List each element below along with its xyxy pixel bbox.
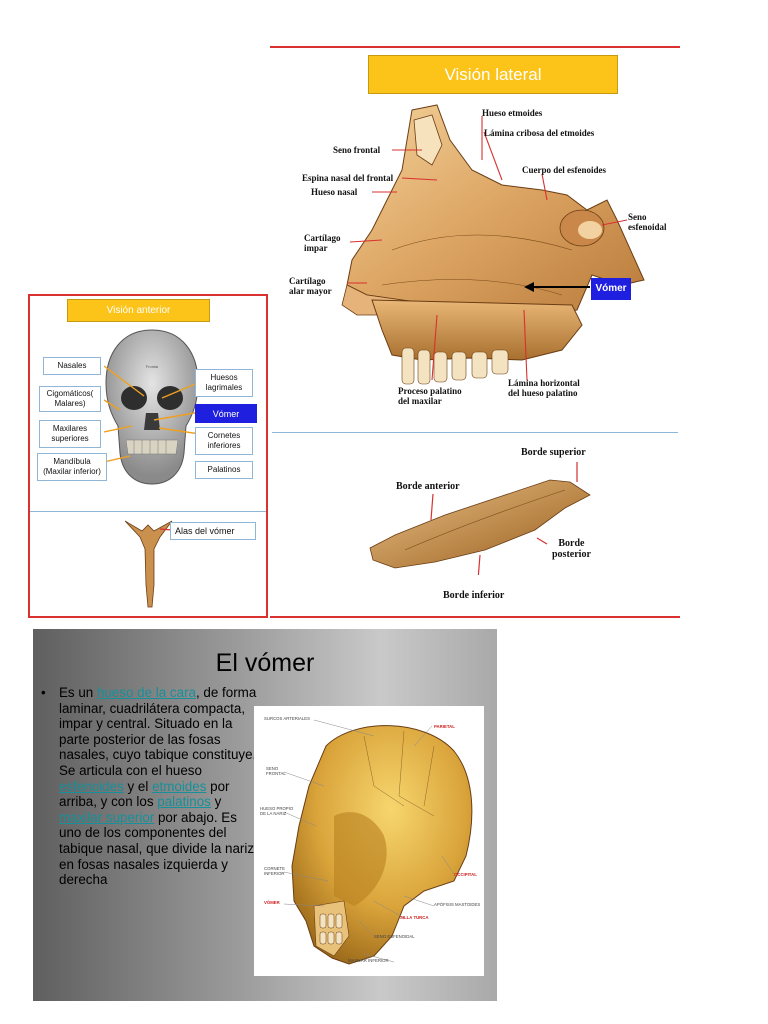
anterior-view-title: Visión anterior	[67, 299, 210, 322]
label-hueso-etmoides: Hueso etmoides	[482, 108, 543, 118]
label-cigomaticos: Cigomáticos(Malares)	[39, 386, 101, 412]
anterior-panel-divider	[30, 511, 266, 512]
label-silla-turca: SILLA TURCA	[400, 915, 429, 920]
label-seno-frontal: Seno frontal	[333, 145, 381, 155]
skull-anterior-illustration: Frontal	[104, 329, 200, 485]
link-palatinos[interactable]: palatinos	[157, 794, 211, 810]
label-borde-anterior: Borde anterior	[396, 481, 460, 492]
label-espina-nasal: Espina nasal del frontal	[302, 173, 394, 183]
link-maxilar-superior[interactable]: maxilar superior	[59, 809, 155, 825]
link-esfenoides[interactable]: esfenoides	[59, 778, 124, 794]
lateral-vomer-tag: Vómer	[591, 278, 631, 300]
anterior-vomer-tag: Vómer	[195, 404, 257, 423]
label-hueso-nasal: Hueso nasal	[311, 187, 358, 197]
nasal-septum-lateral-illustration	[341, 104, 645, 385]
label-occipital: OCCIPITAL	[454, 872, 477, 877]
label-borde-superior: Borde superior	[521, 447, 586, 458]
label-cuerpo-esfenoides: Cuerpo del esfenoides	[522, 165, 606, 175]
label-lamina-cribosa: Lámina cribosa del etmoides	[484, 128, 595, 138]
label-apofisis-mastoides: APÓFISIS MASTOIDES	[434, 902, 481, 907]
anterior-view-panel	[28, 294, 268, 618]
label-alas-vomer: Alas del vómer	[170, 522, 256, 540]
vomer-bone-illustration	[369, 462, 591, 575]
label-seno-esfenoidal-slide: SENO ESFENOIDAL	[374, 934, 415, 939]
label-palatinos: Palatinos	[195, 461, 253, 479]
label-nasales: Nasales	[43, 357, 101, 375]
slide-title: El vómer	[215, 649, 315, 677]
skull-frontal-text: Frontal	[146, 364, 159, 369]
slide-description: • Es un hueso de la cara, de forma lamin…	[41, 685, 257, 888]
lateral-view-panel	[270, 46, 680, 618]
label-mandibula: Mandíbula(Maxilar inferior)	[37, 453, 107, 481]
link-hueso-de-la-cara[interactable]: hueso de la cara	[96, 685, 196, 700]
skull-sagittal-illustration	[283, 719, 473, 965]
label-surcos-arteriales: SURCOS ARTERIALES	[264, 716, 311, 721]
lateral-view-title: Visión lateral	[368, 55, 618, 94]
lateral-panel-divider	[272, 432, 678, 433]
link-etmoides[interactable]: etmoides	[152, 778, 207, 794]
label-vomer-slide: VÓMER	[264, 900, 280, 905]
bullet-glyph: •	[41, 685, 46, 700]
label-parietal: PARIETAL	[434, 724, 455, 729]
label-maxilar-inferior: MAXILAR INFERIOR	[348, 958, 389, 963]
label-borde-inferior: Borde inferior	[443, 590, 505, 601]
